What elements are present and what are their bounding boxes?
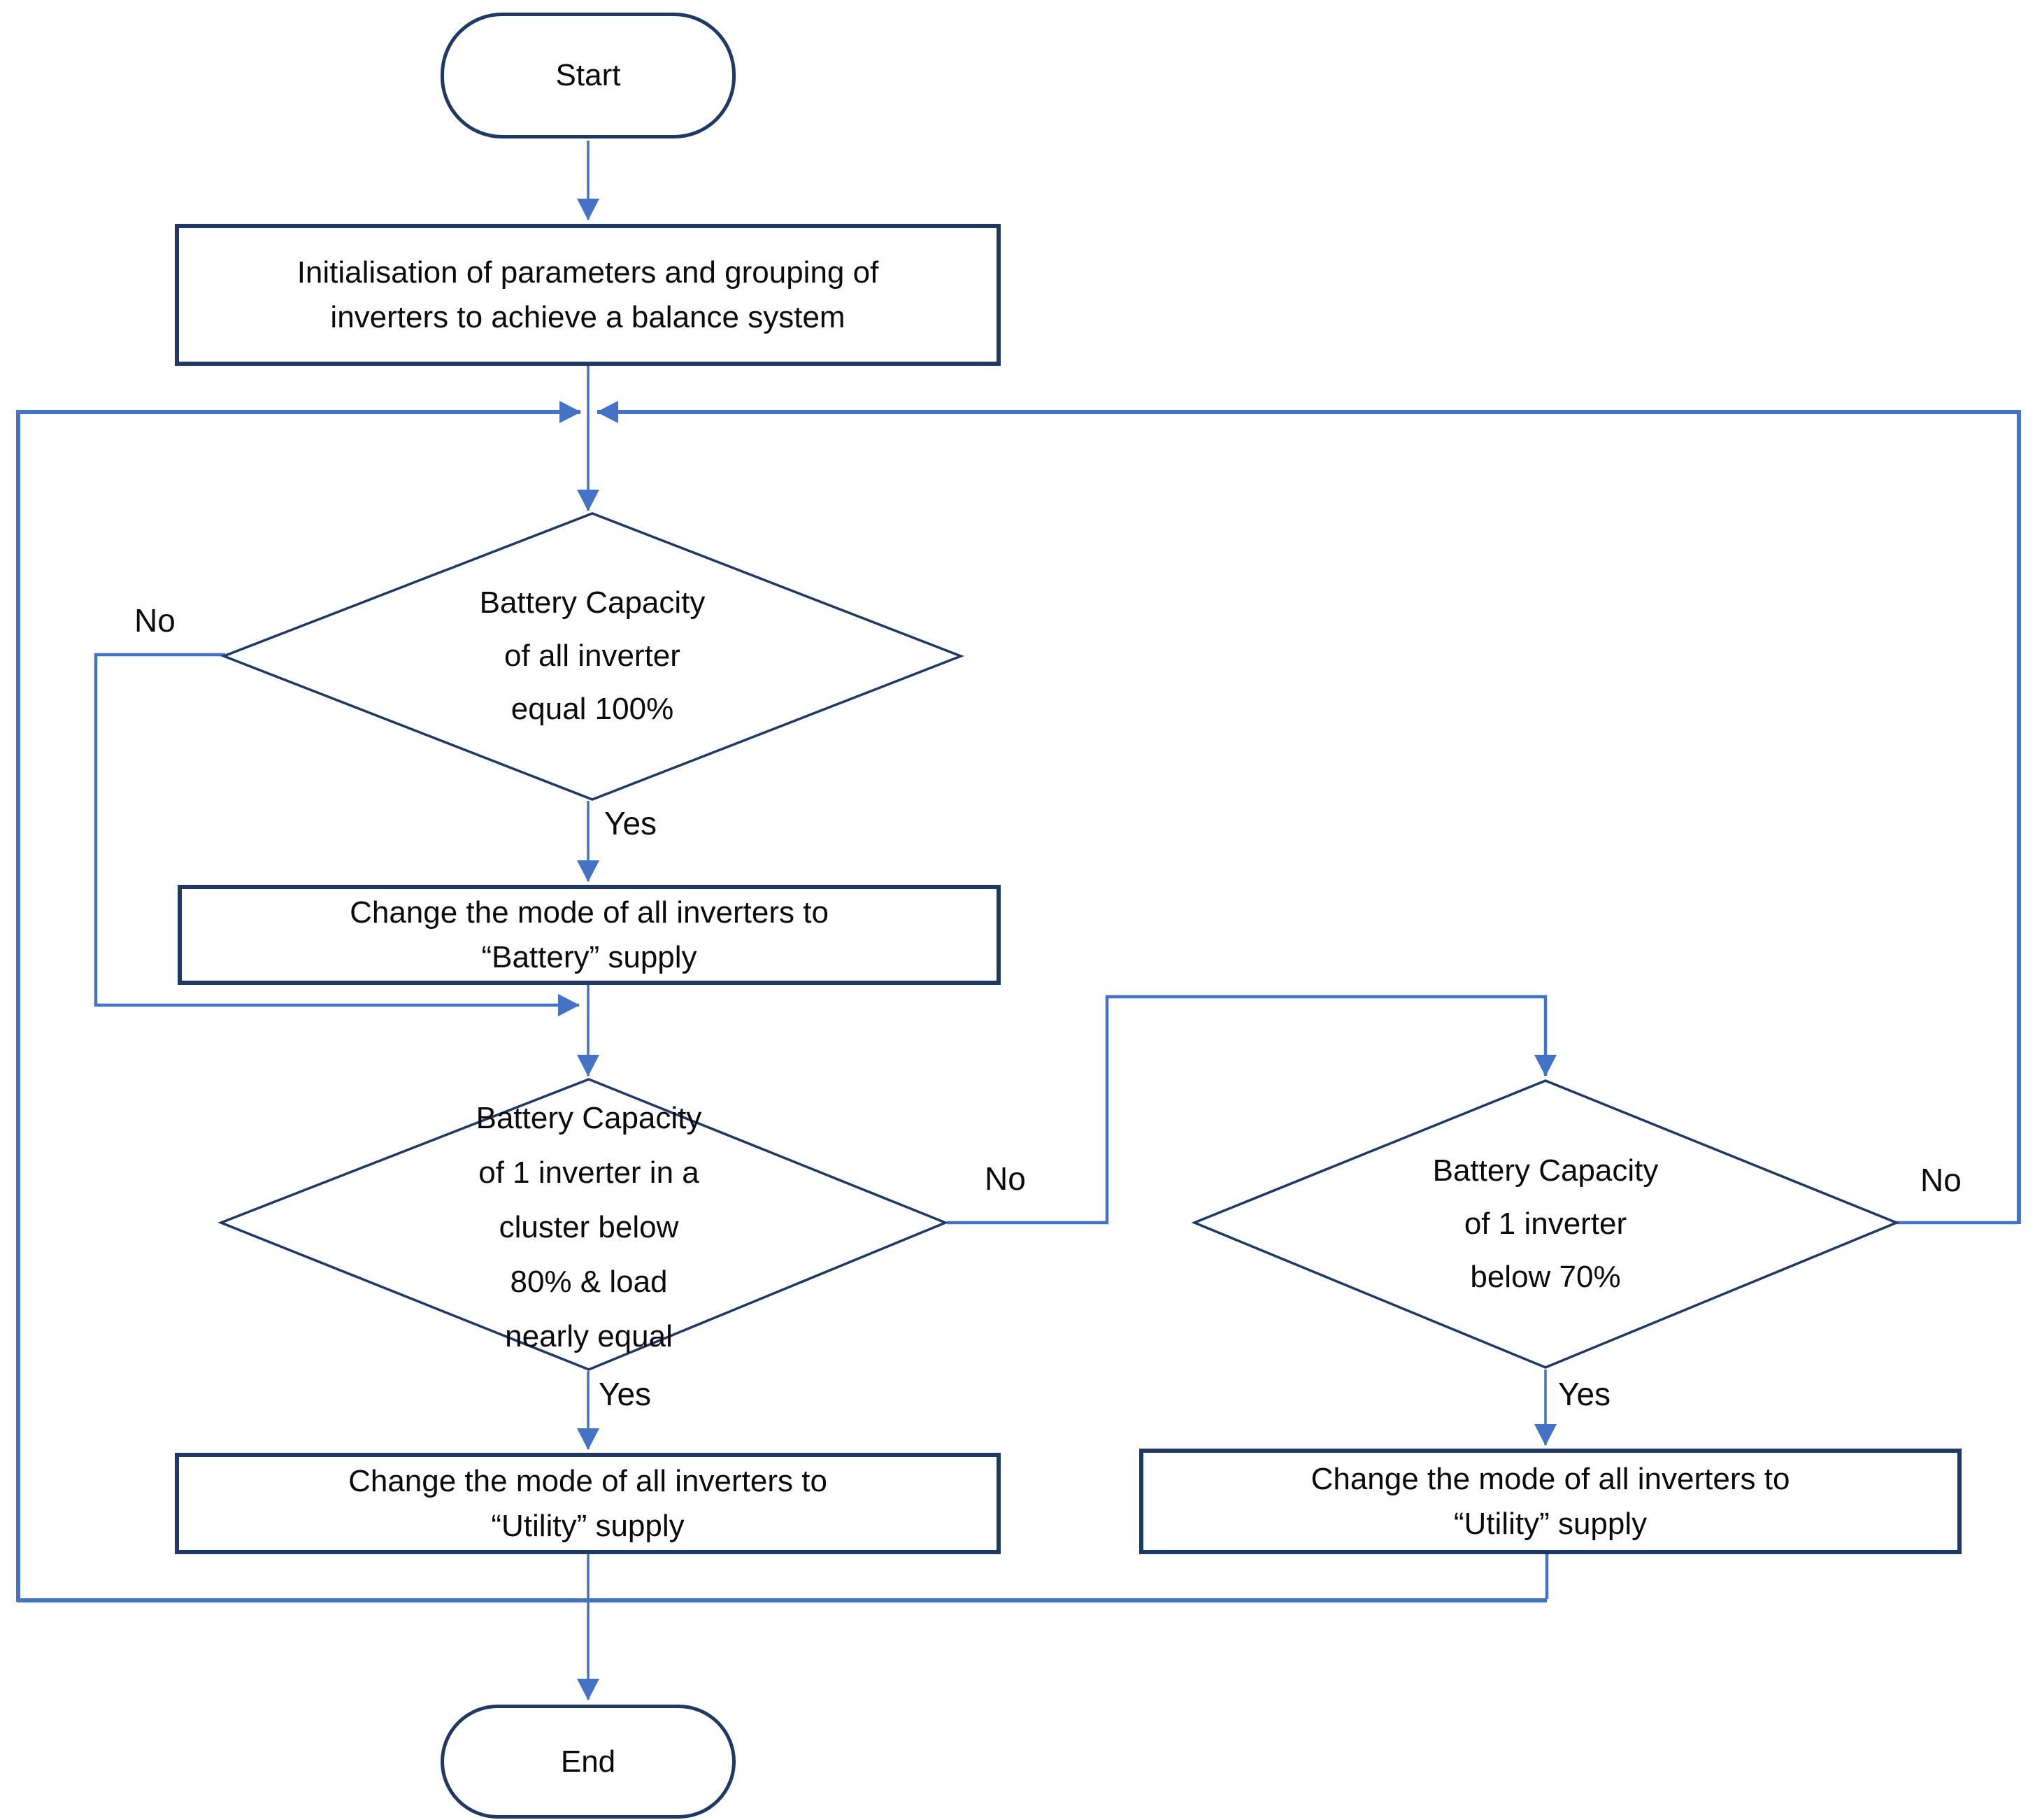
decision1-yes-label: Yes [604,805,657,841]
start-node: Start [441,13,736,138]
decision2-node: Battery Capacity of 1 inverter in a clus… [476,1101,702,1353]
decision1-no-label: No [134,602,176,639]
edge-decision1-no [94,653,580,1016]
decision3-diamond-shape [1191,1079,1900,1369]
end-node: End [441,1705,736,1819]
decision2-yes-label: Yes [599,1376,652,1412]
utility-supply-left-node: Change the mode of all inverters to “Uti… [175,1453,1001,1554]
decision3-node: Battery Capacity of 1 inverter below 70% [1432,1153,1659,1294]
utility-supply-right-node: Change the mode of all inverters to “Uti… [1139,1449,1962,1554]
decision1-diamond-shape [220,512,964,801]
decision2-no-label: No [985,1160,1026,1197]
battery-supply-node: Change the mode of all inverters to “Bat… [178,885,1001,985]
decision3-yes-label: Yes [1558,1376,1611,1412]
init-process-node: Initialisation of parameters and groupin… [175,224,1001,366]
init-line-2: inverters to achieve a balance system [330,299,845,334]
edge-decision2-no [947,995,1557,1225]
decision2-diamond-shape [217,1078,949,1371]
start-label: Start [555,58,621,92]
end-label: End [560,1744,616,1779]
init-line-1: Initialisation of parameters and groupin… [297,255,879,290]
decision1-node: Battery Capacity of all inverter equal 1… [479,585,706,726]
decision3-no-label: No [1920,1162,1962,1198]
